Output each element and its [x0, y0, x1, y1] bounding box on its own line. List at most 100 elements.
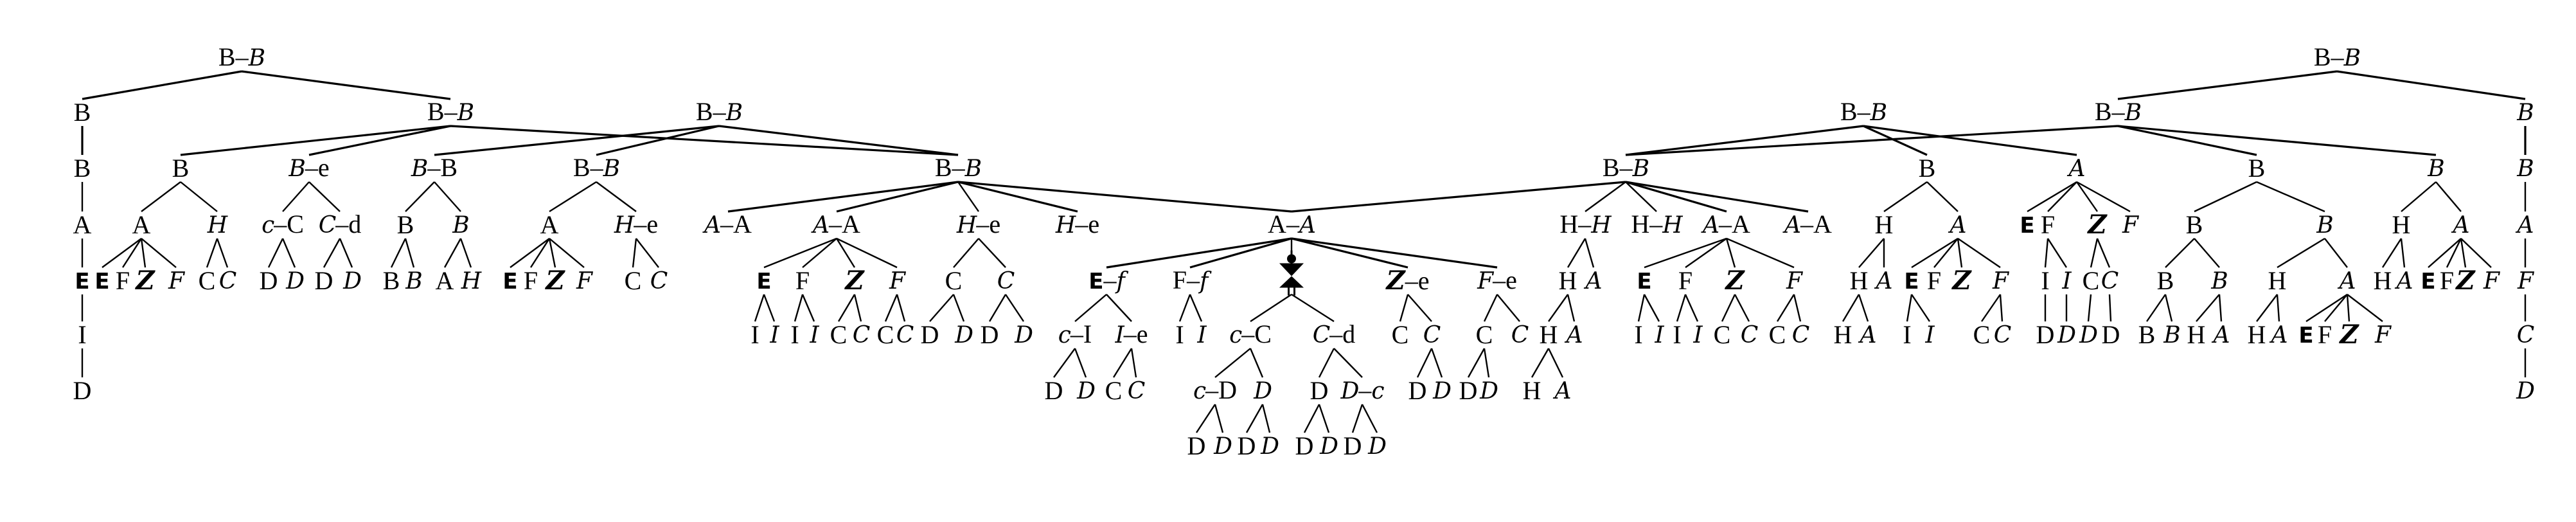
tree-edge — [281, 238, 296, 268]
tree-node: I — [790, 320, 799, 349]
tree-node: C — [1791, 322, 1810, 348]
tree-node: B–B — [218, 42, 265, 71]
tree-node: D — [1237, 431, 1256, 460]
tree-edge — [2324, 238, 2348, 268]
tree-edge — [1933, 238, 1959, 268]
tree-edge — [1214, 348, 1251, 378]
tree-edge — [1130, 348, 1137, 378]
tree-edge — [1361, 404, 1378, 433]
tree-node: F–e — [1477, 266, 1517, 294]
tree-node: B — [2316, 212, 2333, 239]
tree-node: A — [2339, 268, 2356, 294]
tree-edge — [1351, 404, 1364, 433]
tree-edge — [1531, 348, 1550, 378]
tree-edge — [1858, 238, 1885, 268]
tree-edge — [390, 238, 407, 268]
tree-node: B — [2211, 268, 2228, 294]
tree-edge — [1483, 348, 1490, 378]
tree-node: Z — [1952, 266, 1971, 296]
tree-node: A — [1876, 268, 1893, 294]
tree-node: B — [452, 212, 469, 239]
tree-node: Z — [136, 266, 155, 296]
tree-edge — [548, 238, 556, 268]
tree-edge — [1906, 294, 1913, 322]
tree-node: H — [1522, 376, 1541, 405]
tree-node: H — [2373, 266, 2392, 295]
tree-edge — [1911, 294, 1930, 322]
tree-node: D — [2079, 322, 2098, 348]
tree-edge — [1911, 237, 1959, 269]
tree-edge — [2277, 237, 2325, 269]
tree-node: C — [2082, 266, 2100, 295]
tree-edge — [1548, 294, 1568, 322]
tree-edge — [952, 294, 965, 322]
tree-node: B–B — [573, 153, 620, 182]
tree-edge — [632, 238, 637, 268]
tree-node: D — [1343, 431, 1362, 460]
tree-edge — [957, 181, 1292, 213]
tree-node: H — [1874, 210, 1894, 239]
tree-edge — [2435, 181, 2462, 212]
tree-edge — [2428, 238, 2462, 268]
tree-node: F — [1786, 268, 1802, 294]
tree-node: H–e — [956, 210, 1001, 239]
tree-node: c–C — [262, 210, 304, 239]
tree-node: B–B — [1602, 153, 1649, 182]
tree-node: Z–e — [1386, 266, 1430, 296]
tree-node: D — [955, 322, 973, 348]
tree-node: B — [396, 210, 414, 239]
tree-node: H–H — [1559, 210, 1611, 239]
tree-edge — [1957, 238, 1963, 268]
tree-node: F — [2040, 210, 2056, 239]
tree-edge — [953, 238, 979, 268]
tree-node: C — [650, 268, 668, 294]
tree-node: B — [2163, 322, 2180, 348]
tree-edge — [1858, 294, 1869, 322]
tree-node: A — [540, 210, 559, 239]
tree-edge — [2256, 294, 2278, 322]
tree-node: C — [1973, 320, 1991, 349]
tree-node: B–B — [427, 97, 474, 126]
tree-edge — [801, 294, 815, 322]
tree-edge — [2117, 70, 2338, 100]
tree-node: D — [980, 320, 999, 349]
tree-node: Z — [2456, 266, 2475, 296]
tree-node: I — [751, 320, 759, 349]
tree-edge — [1178, 294, 1191, 322]
tree-node: D — [314, 266, 333, 295]
tree-node: I — [1673, 320, 1682, 349]
tree-node: D — [1044, 376, 1063, 405]
tree-node: H — [1558, 266, 1577, 295]
tree-node: A — [2453, 212, 2470, 239]
tree-node: A — [435, 266, 454, 295]
tree-node: A — [2396, 268, 2413, 294]
tree-node: C — [1391, 320, 1409, 349]
tree-node: C — [1105, 376, 1123, 405]
tree-node: B — [2138, 320, 2156, 349]
tree-node: B — [2248, 154, 2266, 183]
tree-edge — [2027, 181, 2077, 213]
tree-node: B — [172, 154, 190, 183]
tree-edge — [1333, 348, 1363, 378]
tree-node: I — [2041, 266, 2050, 295]
tree-edge — [836, 237, 898, 269]
tree-node: Z — [2340, 320, 2359, 350]
tree-node: I — [1693, 322, 1702, 348]
tree-edge — [1399, 294, 1409, 322]
tree-node: I — [2062, 268, 2071, 294]
tree-node: D — [920, 320, 939, 349]
tree-node: C — [830, 320, 848, 349]
tree-edge — [1074, 348, 1087, 378]
tree-node: D — [1459, 376, 1478, 405]
tree-node: B — [2428, 156, 2444, 182]
tree-node: D — [1433, 378, 1452, 404]
tree-node: E — [2298, 323, 2314, 348]
tree-edge — [957, 181, 979, 212]
tree-edge — [1291, 237, 1498, 269]
tree-edge — [2218, 294, 2223, 322]
tree-edge — [1584, 238, 1595, 268]
tree-node: B — [2517, 100, 2534, 126]
tree-node: F — [1678, 266, 1693, 295]
tree-node: A — [1860, 322, 1877, 348]
